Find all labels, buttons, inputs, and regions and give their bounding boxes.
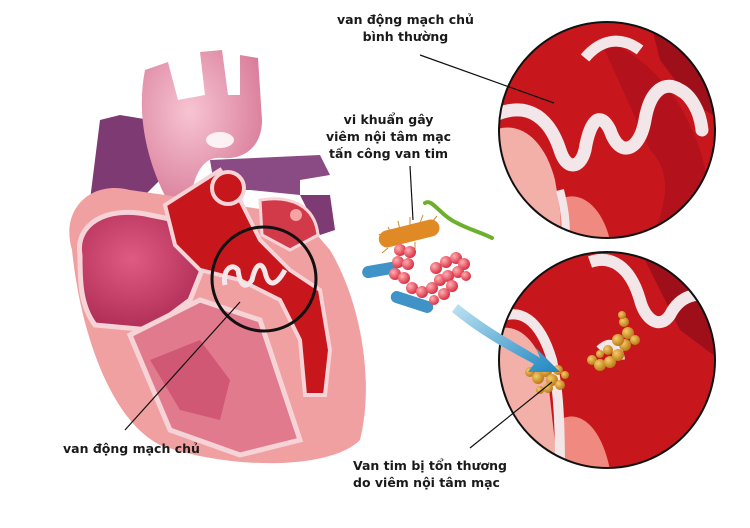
- label-aortic-valve: van động mạch chủ: [63, 440, 200, 457]
- label-line: Van tim bị tổn thương: [353, 458, 507, 473]
- label-line: tấn công van tim: [329, 146, 449, 161]
- label-line: bình thường: [362, 29, 449, 44]
- heart-illustration: [69, 50, 366, 464]
- label-damaged-valve: Van tim bị tổn thương do viêm nội tâm mạ…: [353, 457, 507, 491]
- vegetation-cluster-right: [587, 311, 640, 371]
- label-line: vi khuẩn gây: [343, 112, 434, 127]
- infection-arrow: [452, 304, 560, 372]
- label-line: viêm nội tâm mạc: [326, 129, 452, 144]
- normal-valve-magnified: [498, 21, 716, 239]
- label-bacteria: vi khuẩn gây viêm nội tâm mạc tấn công v…: [326, 111, 451, 162]
- bacteria-cluster: [362, 200, 494, 313]
- label-line: van động mạch chủ: [337, 12, 474, 27]
- leader-lines: [124, 54, 555, 449]
- label-normal-aortic-valve: van động mạch chủ bình thường: [337, 11, 474, 45]
- label-line: van động mạch chủ: [63, 441, 200, 456]
- label-line: do viêm nội tâm mạc: [353, 475, 500, 490]
